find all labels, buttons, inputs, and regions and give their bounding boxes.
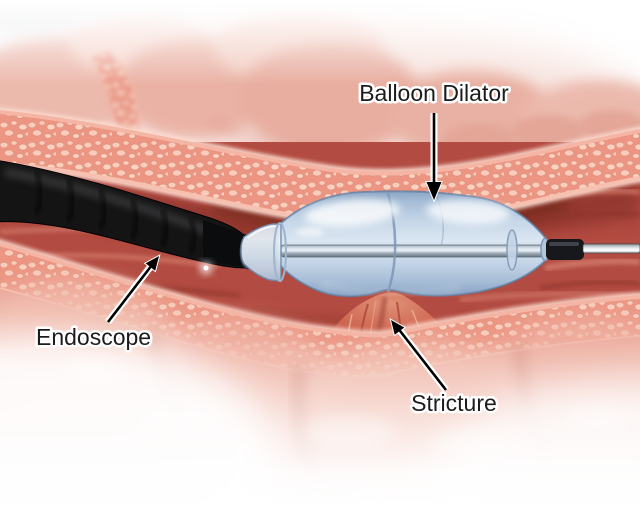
balloon-seam [436, 195, 445, 247]
callout-balloon-dilator: Balloon Dilator [357, 78, 512, 203]
fade-corner-left [0, 330, 280, 526]
arrowhead-fill [391, 320, 405, 335]
endoscope-ring [187, 217, 197, 255]
wall-cross-section [0, 112, 640, 224]
guidewire [582, 243, 640, 254]
endoscope-light-core [203, 265, 209, 271]
label-balloon-dilator: Balloon Dilator [359, 80, 509, 106]
balloon-highlight [296, 227, 324, 237]
mucosal-fold [544, 258, 640, 271]
tip-cylinder [203, 220, 250, 268]
arrow-stricture [395, 326, 448, 391]
callout-stricture: Stricture [389, 317, 499, 419]
endoscope-ring [129, 199, 139, 241]
hub-sheen [549, 242, 579, 246]
arrowhead-fill [145, 256, 159, 271]
bowel-loop [512, 115, 584, 149]
callout-endoscope: Endoscope [34, 254, 161, 353]
neck-cup [240, 223, 282, 282]
balloon-neck [240, 222, 287, 282]
endoscope-ring [159, 208, 169, 248]
label-endoscope: Endoscope [36, 324, 151, 350]
endoscope-ring [97, 189, 107, 231]
balloon-dilator-assembly [240, 190, 640, 298]
top-fade [0, 0, 640, 90]
wall-top-edge [0, 110, 640, 176]
label-stricture: Stricture [411, 390, 497, 416]
balloon-reflection [319, 282, 461, 295]
endoscope-shaft [0, 160, 257, 274]
balloon-highlight [304, 199, 400, 227]
background-bowel-loops [0, 0, 640, 164]
neck-rim [273, 222, 287, 282]
mucosal-fold [539, 280, 640, 290]
neck-highlight [247, 225, 277, 239]
endoscope-ring [65, 179, 75, 223]
endoscope-ring [33, 171, 43, 215]
cone-ring [506, 229, 518, 271]
fade-corner-right [430, 380, 640, 526]
arrow-endoscope [106, 264, 154, 323]
balloon-highlight [426, 199, 510, 225]
bottom-fade [0, 330, 640, 526]
arrowhead-fill [426, 182, 442, 200]
mucosal-fold [529, 211, 640, 220]
